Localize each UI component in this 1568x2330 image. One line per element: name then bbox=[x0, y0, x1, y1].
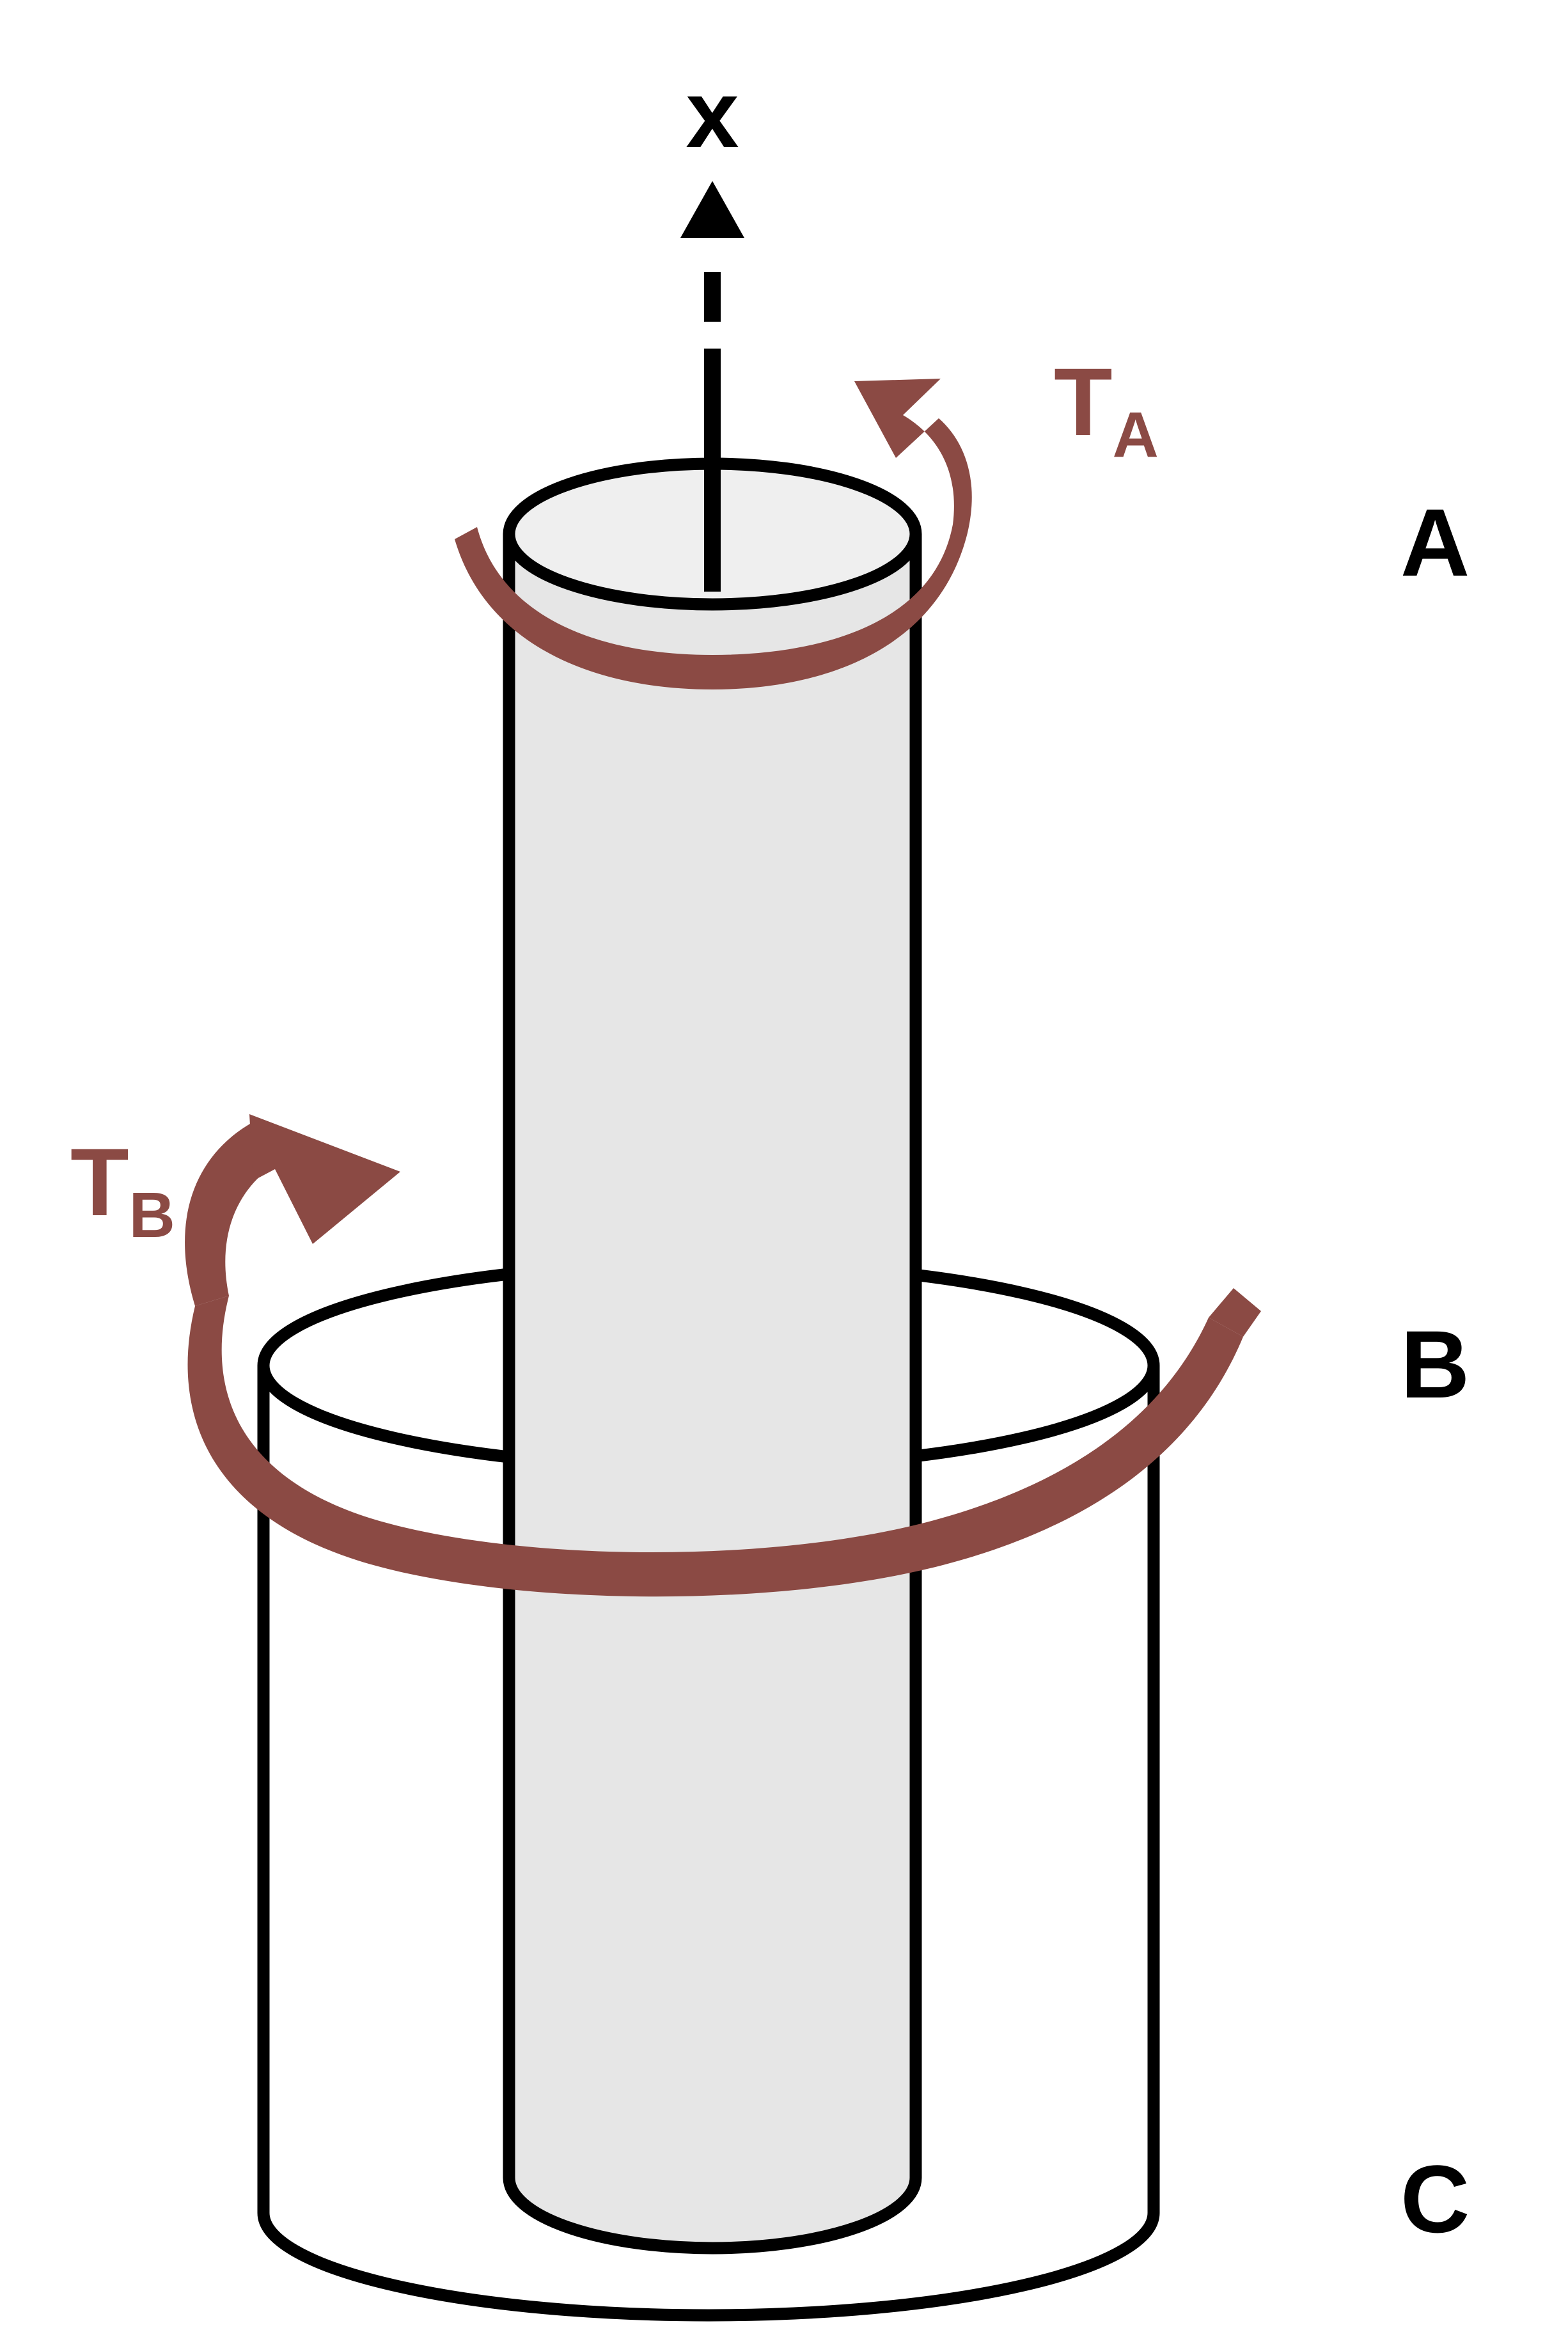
inner-shaft-group bbox=[503, 457, 922, 2255]
torque-label-TB-symbol: T bbox=[70, 1128, 129, 1236]
torque-arrow-TB: TB bbox=[70, 1114, 1261, 1597]
inner-shaft-bottom-arc bbox=[503, 2171, 922, 2255]
torque-label-TB: TB bbox=[70, 1128, 175, 1251]
inner-shaft-body bbox=[509, 464, 916, 2248]
axis-arrowhead-icon bbox=[680, 181, 744, 238]
torque-label-TB-subscript: B bbox=[129, 1179, 175, 1251]
torque-arrow-TB-arrowhead bbox=[249, 1114, 400, 1244]
torque-arrow-TB-ribbon bbox=[187, 1296, 1243, 1597]
section-label-C: C bbox=[1400, 2145, 1470, 2253]
section-label-A: A bbox=[1400, 489, 1470, 596]
axis-x-group: x bbox=[680, 60, 744, 592]
section-label-B: B bbox=[1400, 1311, 1470, 1418]
torque-label-TA-subscript: A bbox=[1113, 399, 1159, 471]
torque-arrow-TA: TA bbox=[455, 348, 1159, 689]
torque-label-TA: TA bbox=[1054, 348, 1159, 471]
outer-tube-bottom-arc bbox=[257, 2207, 1160, 2322]
torque-label-TA-symbol: T bbox=[1054, 348, 1113, 455]
axis-label-x: x bbox=[686, 60, 739, 168]
torque-arrow-TB-tail-tip bbox=[1209, 1288, 1261, 1337]
